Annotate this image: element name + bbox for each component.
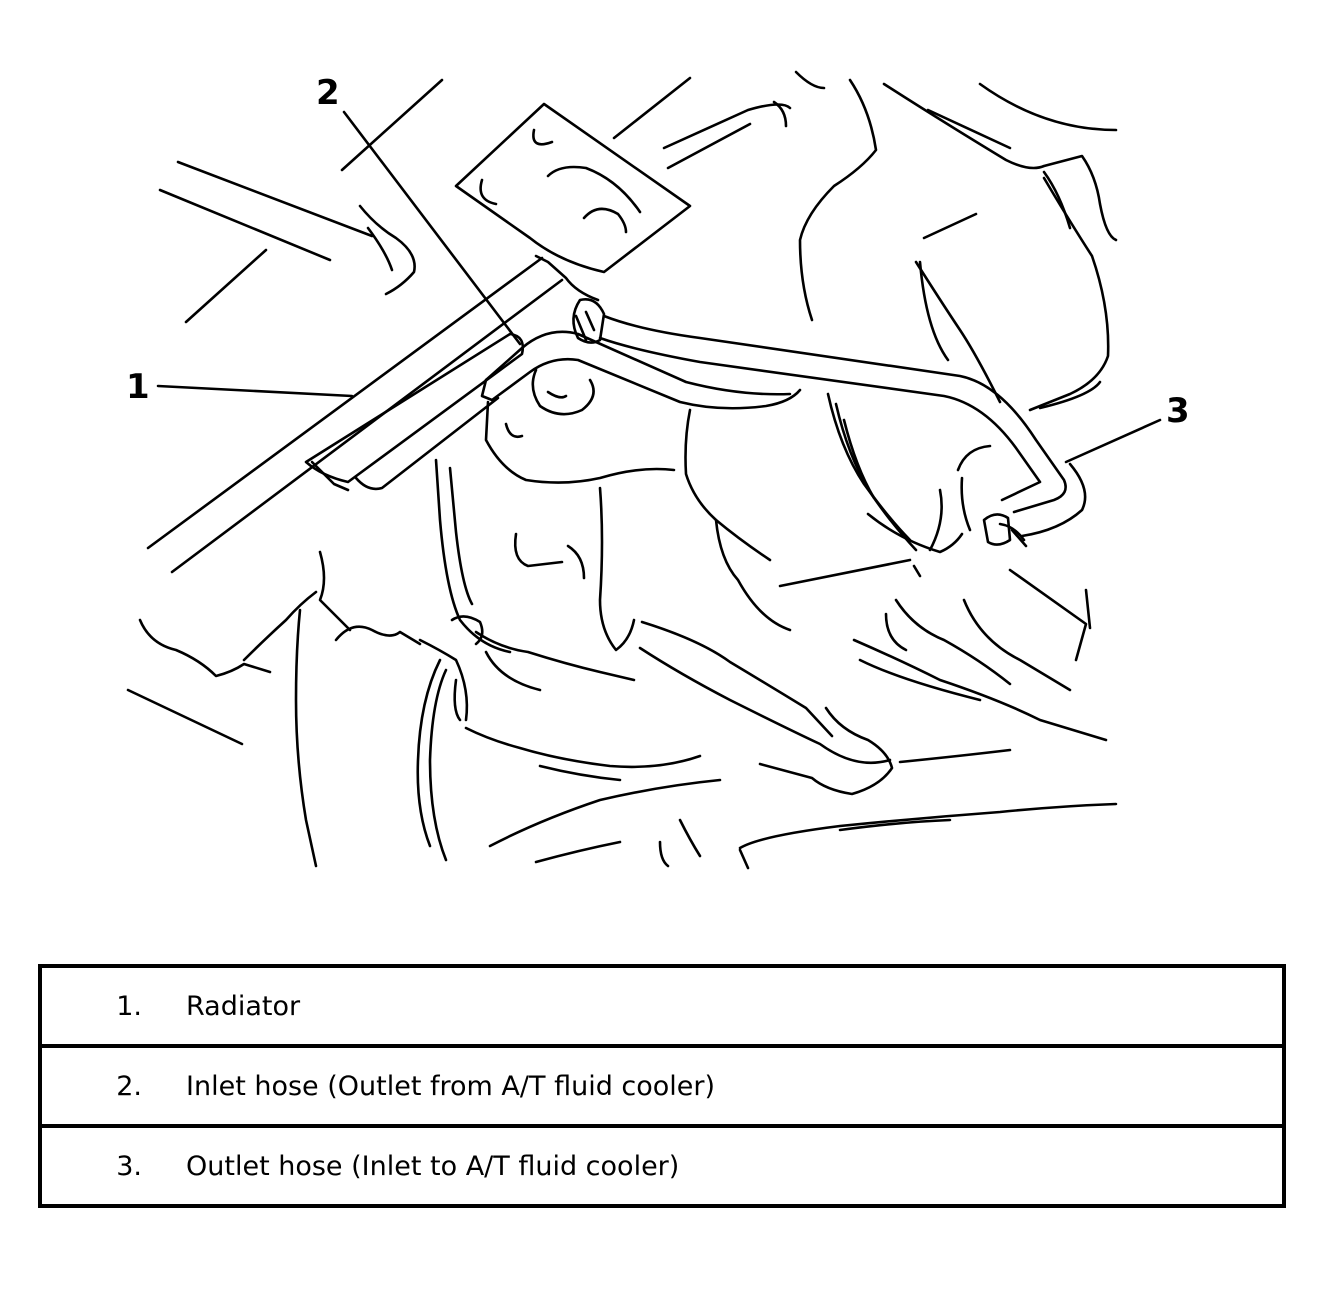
callout-leader-1	[156, 384, 354, 398]
callout-label-1: 1	[126, 367, 150, 407]
legend-row: 2. Inlet hose (Outlet from A/T fluid coo…	[40, 1044, 1284, 1126]
radiator-hose-diagram: 1 2 3	[126, 70, 1190, 870]
engine-outline-drawing	[126, 70, 1118, 870]
radiator-drawing	[146, 78, 564, 574]
legend-number: 2.	[40, 1044, 158, 1126]
legend-table: 1. Radiator 2. Inlet hose (Outlet from A…	[38, 964, 1286, 1208]
legend-description: Radiator	[186, 990, 301, 1022]
legend-row: 1. Radiator	[40, 966, 1284, 1046]
callout-label-3: 3	[1166, 391, 1190, 431]
inlet-hose-drawing	[480, 298, 802, 410]
legend-row: 3. Outlet hose (Inlet to A/T fluid coole…	[40, 1124, 1284, 1206]
legend-description: Outlet hose (Inlet to A/T fluid cooler)	[158, 1124, 1284, 1206]
callout-leader-3	[1064, 418, 1162, 464]
legend-description: Inlet hose (Outlet from A/T fluid cooler…	[158, 1044, 1284, 1126]
callout-leader-2	[342, 110, 522, 346]
legend-number: 3.	[40, 1124, 158, 1206]
legend-number: 1.	[116, 990, 142, 1022]
bracket-drawing	[454, 76, 792, 302]
callout-label-2: 2	[316, 73, 340, 113]
